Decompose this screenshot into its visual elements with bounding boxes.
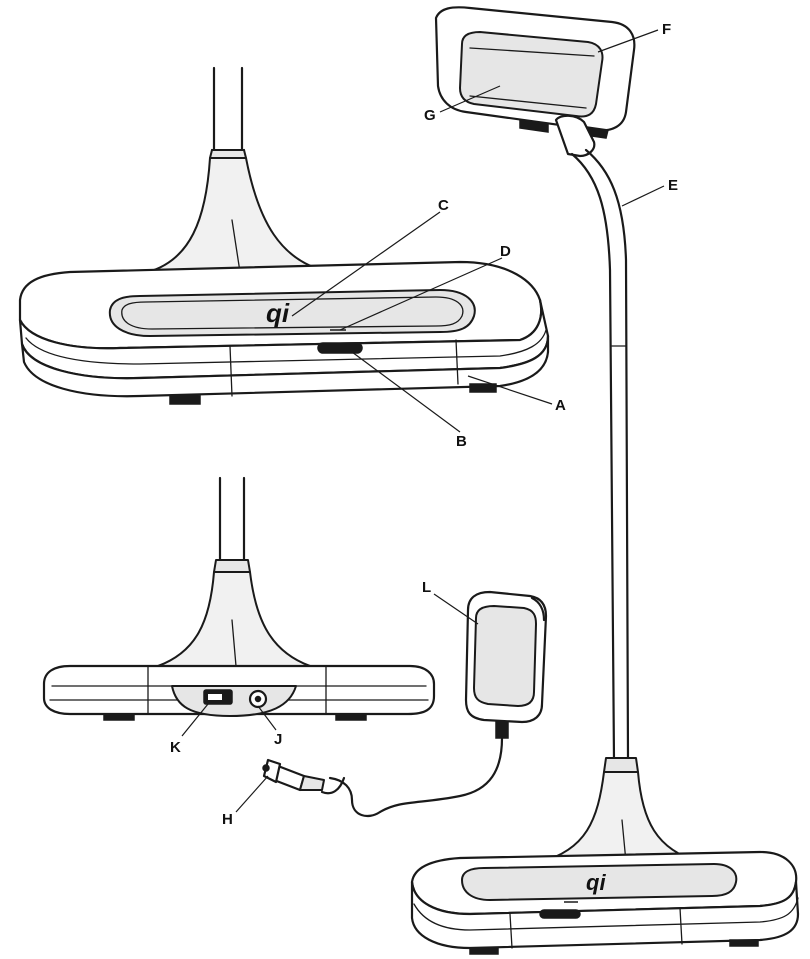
callout-e: E [668, 177, 678, 194]
base-rear-view [44, 478, 434, 720]
dc-plug [263, 760, 324, 790]
callout-h: H [222, 811, 233, 828]
callout-a: A [555, 397, 566, 414]
callout-j: J [274, 731, 282, 748]
callout-c: C [438, 197, 449, 214]
callout-d: D [500, 243, 511, 260]
base-closeup: qi [20, 68, 548, 404]
callout-b: B [456, 433, 467, 450]
full-lamp: qi [412, 7, 798, 954]
callout-f: F [662, 21, 671, 38]
callout-g: G [424, 107, 436, 124]
svg-text:qi: qi [266, 298, 290, 328]
callout-l: L [422, 579, 431, 596]
svg-text:qi: qi [586, 870, 606, 895]
callout-k: K [170, 739, 181, 756]
